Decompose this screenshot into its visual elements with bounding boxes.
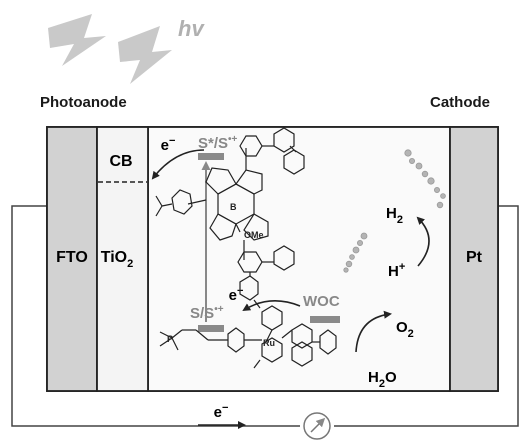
lightning-bolt-icon: [48, 14, 106, 66]
external-circuit-wire: [11, 205, 519, 427]
electrolyte: [147, 126, 451, 392]
hydrogen-bubbles: [404, 149, 446, 209]
proton-reduction-arrow: [416, 216, 430, 267]
tio2-layer: [96, 126, 149, 392]
light-energy-label: hv: [178, 16, 205, 41]
pt-electrode: [449, 126, 499, 392]
fto-electrode: [46, 126, 98, 392]
woc-bar: [310, 316, 340, 323]
cb-label: CB: [109, 153, 132, 170]
lightning-bolt-icon: [118, 26, 172, 84]
oxygen-bubbles: [343, 232, 368, 273]
circuit-electron-label: e−: [214, 402, 229, 421]
regeneration-arrow: [242, 300, 301, 312]
o2-label: O2: [396, 319, 414, 340]
pt-label: Pt: [466, 249, 483, 266]
ground-state-label: S/S•+: [190, 304, 224, 322]
tio2-label: TiO2: [101, 249, 134, 270]
svg-text:P: P: [167, 334, 173, 344]
h2-label: H2: [386, 205, 403, 226]
ground-state-bar: [198, 325, 224, 332]
dye-atom-labels: B Ru OMe P: [167, 202, 275, 348]
hplus-label: H+: [388, 261, 405, 280]
photoanode-heading: Photoanode: [40, 94, 127, 111]
fto-label: FTO: [56, 249, 88, 266]
excited-state-label: S*/S•+: [198, 134, 238, 152]
svg-text:Ru: Ru: [263, 338, 275, 348]
svg-text:B: B: [230, 202, 237, 212]
ammeter-icon: [303, 412, 331, 440]
h2o-label: H2O: [368, 369, 397, 390]
injection-electron-label: e−: [161, 135, 176, 154]
dye-molecule: [155, 127, 337, 369]
svg-text:OMe: OMe: [244, 230, 264, 240]
water-oxidation-arrow: [355, 310, 392, 353]
excited-state-bar: [198, 153, 224, 160]
woc-label: WOC: [303, 293, 340, 310]
electron-injection-arrow: [151, 149, 205, 180]
cathode-heading: Cathode: [430, 94, 490, 111]
